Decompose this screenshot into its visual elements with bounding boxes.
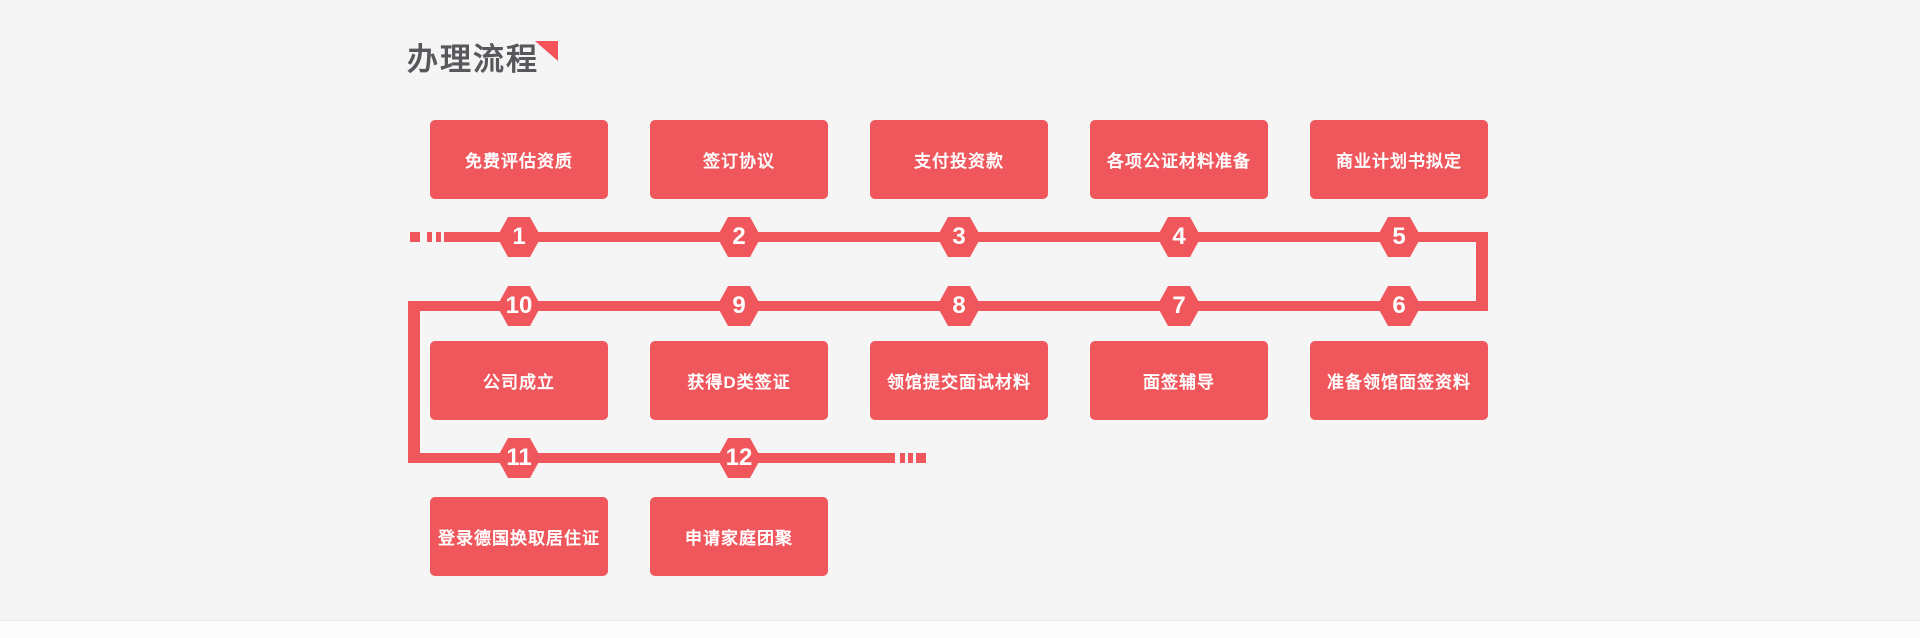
step-marker-4: 4 — [1157, 217, 1201, 257]
flow-connector-left — [408, 301, 420, 463]
step-box-2: 签订协议 — [650, 120, 828, 199]
step-marker-2: 2 — [717, 217, 761, 257]
step-box-9: 获得D类签证 — [650, 341, 828, 420]
step-marker-1: 1 — [497, 217, 541, 257]
step-marker-3: 3 — [937, 217, 981, 257]
flow-line-row3 — [408, 453, 895, 463]
page-title: 办理流程 — [407, 42, 539, 77]
step-marker-7: 7 — [1157, 286, 1201, 326]
flow-line-start-dash-1 — [427, 232, 432, 242]
step-box-10: 公司成立 — [430, 341, 608, 420]
step-box-7: 面签辅导 — [1090, 341, 1268, 420]
section-header: 办理流程 — [407, 40, 558, 84]
step-marker-9: 9 — [717, 286, 761, 326]
step-box-3: 支付投资款 — [870, 120, 1048, 199]
step-box-1: 免费评估资质 — [430, 120, 608, 199]
title-flag-icon — [535, 41, 558, 61]
flow-line-start-dash-square — [410, 232, 420, 242]
step-box-4: 各项公证材料准备 — [1090, 120, 1268, 199]
step-marker-11: 11 — [497, 438, 541, 478]
step-marker-12: 12 — [717, 438, 761, 478]
step-marker-5: 5 — [1377, 217, 1421, 257]
flow-line-start-dash-2 — [436, 232, 441, 242]
step-box-8: 领馆提交面试材料 — [870, 341, 1048, 420]
step-marker-6: 6 — [1377, 286, 1421, 326]
step-marker-10: 10 — [497, 286, 541, 326]
step-box-11: 登录德国换取居住证 — [430, 497, 608, 576]
flow-connector-right — [1476, 232, 1488, 311]
flow-line-end-dash-square — [916, 453, 926, 463]
step-marker-8: 8 — [937, 286, 981, 326]
flow-line-end-dash-1 — [900, 453, 905, 463]
flow-line-end-dash-2 — [908, 453, 913, 463]
step-box-12: 申请家庭团聚 — [650, 497, 828, 576]
page-bottom-divider — [0, 620, 1920, 638]
step-box-6: 准备领馆面签资料 — [1310, 341, 1488, 420]
step-box-5: 商业计划书拟定 — [1310, 120, 1488, 199]
